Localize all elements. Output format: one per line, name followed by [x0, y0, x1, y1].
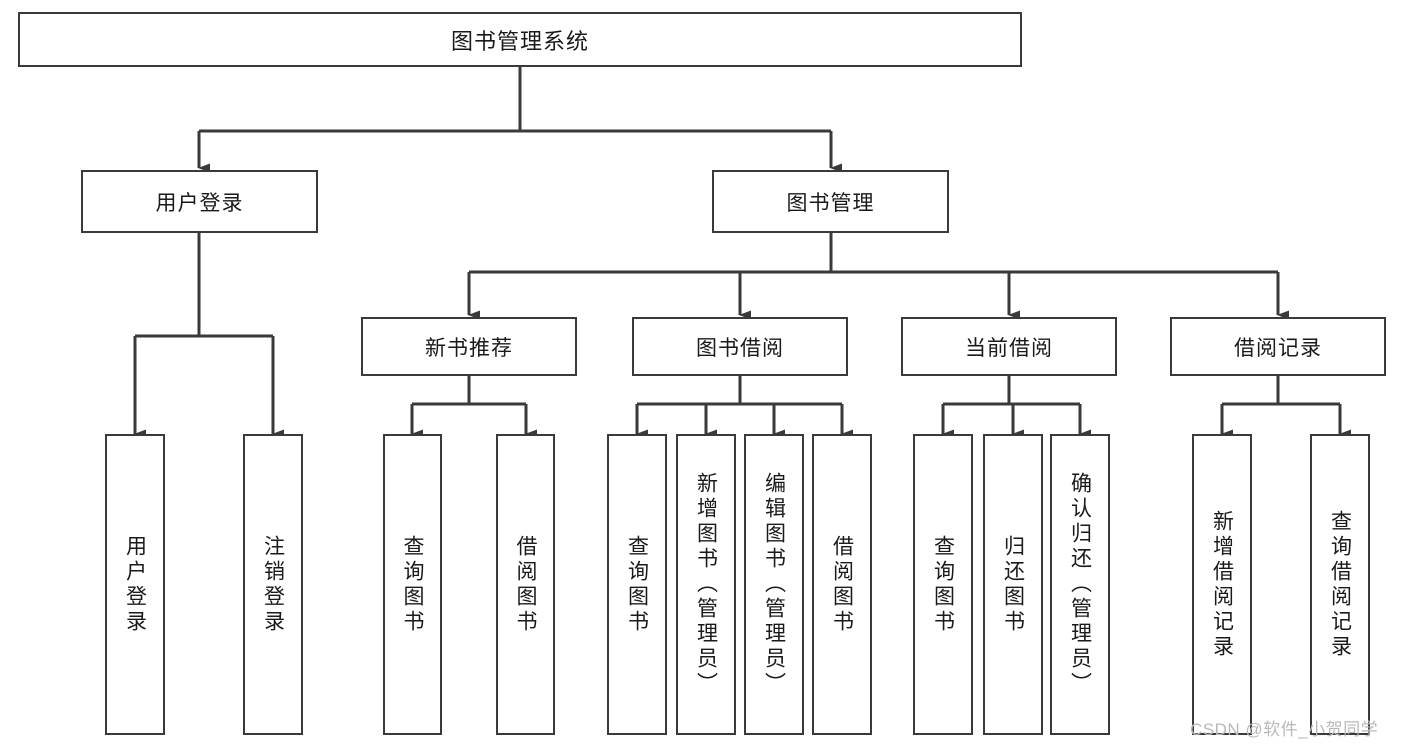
node-book-borrow[interactable]: 图书借阅: [632, 317, 848, 376]
leaf-recommend-borrow-book[interactable]: 借阅图书: [496, 434, 555, 735]
leaf-current-return-book[interactable]: 归还图书: [983, 434, 1043, 735]
node-label: 查询图书: [931, 534, 955, 635]
node-label: 当前借阅: [965, 336, 1053, 360]
node-label: 注销登录: [261, 534, 285, 635]
node-new-book-recommend[interactable]: 新书推荐: [361, 317, 577, 376]
csdn-watermark: CSDN @软件_小贺同学: [1190, 720, 1379, 739]
node-user-login[interactable]: 用户登录: [81, 170, 318, 233]
leaf-record-query-record[interactable]: 查询借阅记录: [1310, 434, 1370, 735]
leaf-borrow-add-book-admin[interactable]: 新增图书（管理员）: [676, 434, 736, 735]
node-borrow-record[interactable]: 借阅记录: [1170, 317, 1386, 376]
leaf-borrow-query-book[interactable]: 查询图书: [607, 434, 667, 735]
node-label: 确认归还（管理员）: [1068, 472, 1092, 697]
leaf-user-login-signin[interactable]: 用户登录: [105, 434, 165, 735]
node-label: 编辑图书（管理员）: [762, 472, 786, 697]
node-label: 查询图书: [401, 534, 424, 635]
node-label: 归还图书: [1001, 534, 1025, 635]
node-label: 借阅记录: [1234, 336, 1322, 360]
node-label: 图书管理: [786, 191, 875, 215]
node-current-borrow[interactable]: 当前借阅: [901, 317, 1117, 376]
node-label: 图书借阅: [696, 336, 784, 360]
node-label: 用户登录: [155, 191, 244, 215]
leaf-user-login-signout[interactable]: 注销登录: [243, 434, 303, 735]
leaf-recommend-query-book[interactable]: 查询图书: [383, 434, 442, 735]
node-label: 用户登录: [123, 534, 147, 635]
leaf-record-add-record[interactable]: 新增借阅记录: [1192, 434, 1252, 735]
node-label: 新增图书（管理员）: [694, 472, 718, 697]
node-label: 查询借阅记录: [1328, 509, 1352, 660]
leaf-current-confirm-return-admin[interactable]: 确认归还（管理员）: [1050, 434, 1110, 735]
node-label: 查询图书: [625, 534, 649, 635]
node-label: 新增借阅记录: [1210, 509, 1234, 660]
node-label: 借阅图书: [514, 534, 537, 635]
leaf-borrow-borrow-book[interactable]: 借阅图书: [812, 434, 872, 735]
node-root-book-management-system[interactable]: 图书管理系统: [18, 12, 1022, 67]
node-label: 借阅图书: [830, 534, 854, 635]
leaf-current-query-book[interactable]: 查询图书: [913, 434, 973, 735]
node-book-management[interactable]: 图书管理: [712, 170, 949, 233]
node-label: 图书管理系统: [450, 28, 589, 54]
leaf-borrow-edit-book-admin[interactable]: 编辑图书（管理员）: [744, 434, 804, 735]
node-label: 新书推荐: [425, 336, 513, 360]
